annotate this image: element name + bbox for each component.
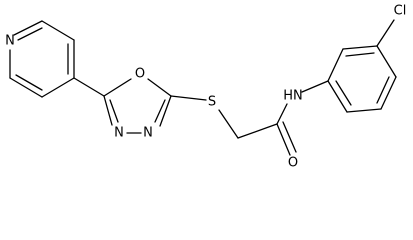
oxadiazole-nitrogen-4-label: N: [114, 126, 124, 141]
bond: [376, 19, 395, 47]
oxadiazole-ring: [103, 78, 172, 134]
bond: [335, 80, 352, 106]
bond: [13, 20, 43, 36]
bond: [346, 108, 382, 113]
bond: [73, 77, 105, 97]
bond: [159, 95, 172, 127]
chlorophenyl-ring: [327, 45, 397, 113]
bond: [170, 95, 207, 101]
bond: [237, 123, 278, 139]
bond: [327, 48, 344, 82]
bond: [380, 76, 397, 110]
bond: [147, 78, 172, 97]
bond: [103, 95, 113, 126]
bond: [276, 123, 291, 156]
bond: [282, 121, 297, 153]
pyridine-nitrogen-label: N: [5, 34, 15, 49]
pyridine-ring: [9, 20, 75, 98]
bond: [218, 109, 239, 139]
oxadiazole-oxygen-label: O: [135, 67, 145, 82]
amide-nh-label: HN: [283, 89, 303, 104]
bond: [376, 76, 390, 104]
bond: [17, 27, 43, 41]
bond: [154, 99, 166, 123]
bond: [301, 80, 329, 93]
chlorine-label: Cl: [394, 4, 407, 19]
bond: [15, 74, 43, 91]
bond: [103, 78, 132, 97]
bond: [327, 80, 348, 113]
structure-diagram: N O N N S HN O Cl: [5, 4, 407, 171]
bond: [41, 77, 75, 98]
bond: [9, 77, 43, 98]
bond: [376, 45, 397, 78]
thioether-sulfur-label: S: [208, 95, 216, 110]
carbonyl-oxygen-label: O: [288, 156, 298, 171]
oxadiazole-nitrogen-3-label: N: [143, 126, 153, 141]
bond: [276, 103, 288, 125]
bond: [41, 20, 75, 41]
bond: [109, 99, 119, 123]
bond: [342, 45, 378, 50]
bond: [345, 52, 375, 57]
